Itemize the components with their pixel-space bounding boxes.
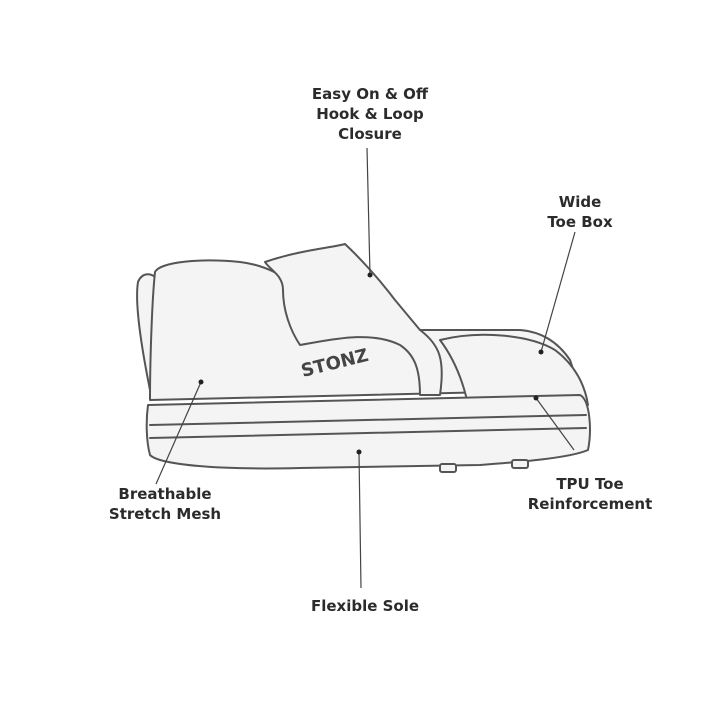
callout-sole: Flexible Sole: [310, 597, 420, 615]
callout-closure: Easy On & Off Hook & Loop Closure: [311, 85, 429, 143]
callout-tpu: TPU Toe Reinforcement: [527, 475, 653, 513]
callout-mesh: Breathable Stretch Mesh: [108, 485, 222, 523]
callout-toe-box: Wide Toe Box: [547, 193, 613, 231]
